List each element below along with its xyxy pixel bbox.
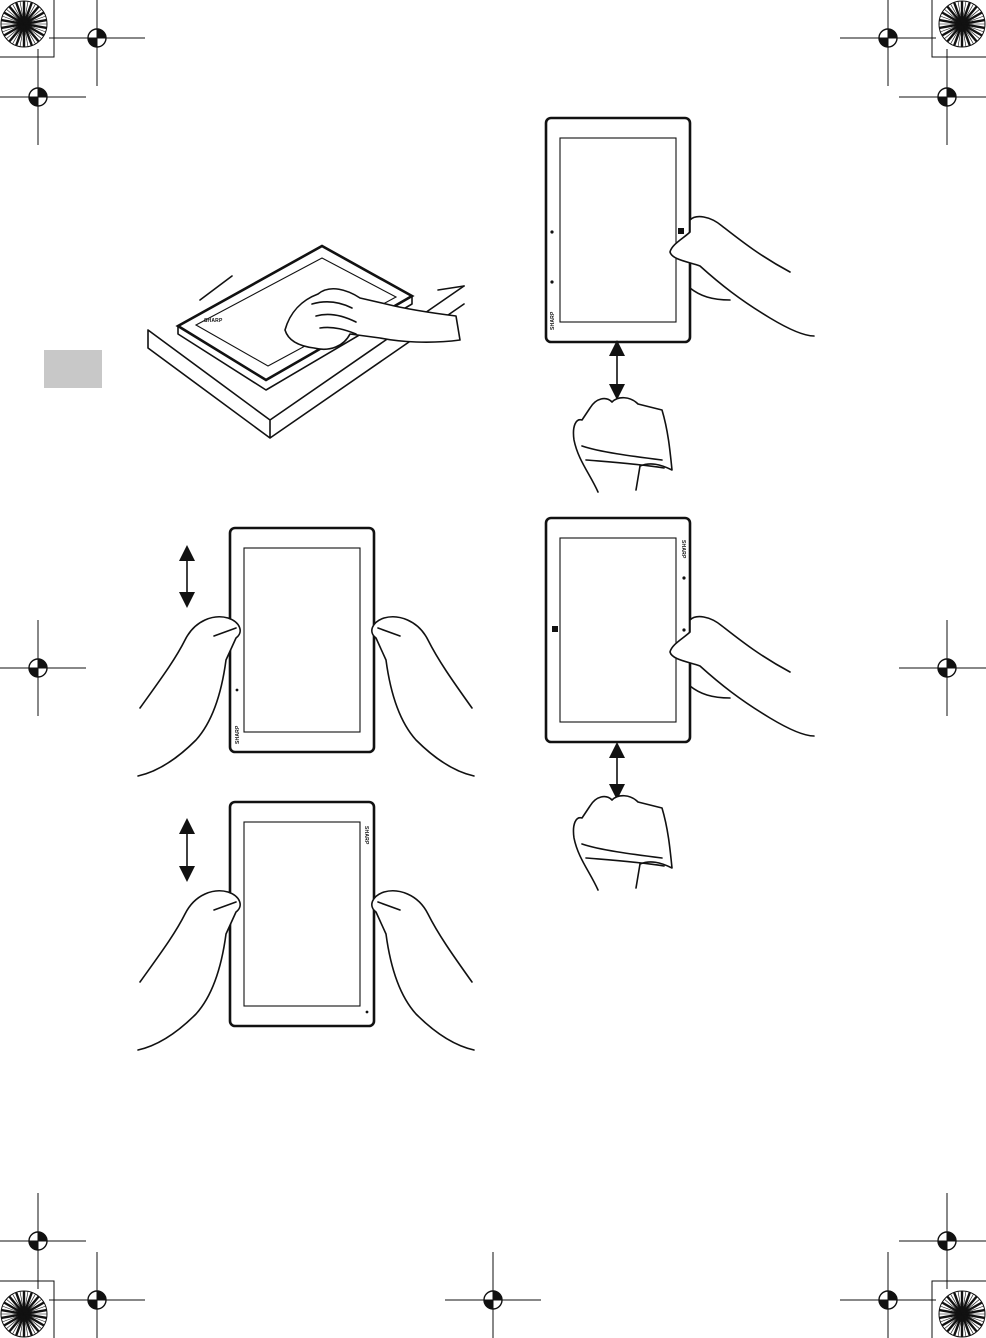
brand-label: SHARP (235, 725, 241, 744)
figure-two-hands-a: SHARP (138, 528, 474, 776)
brand-label: SHARP (680, 540, 686, 559)
windows-button-icon (552, 626, 558, 632)
brand-label: SHARP (363, 826, 369, 845)
figure-one-hand-cloth-b: SHARP (546, 518, 814, 890)
brand-label: SHARP (204, 318, 223, 324)
brand-label: SHARP (550, 311, 556, 330)
figure-one-hand-cloth-a: SHARP (546, 118, 814, 492)
windows-button-icon (678, 228, 684, 234)
figure-wipe-on-table: SHARP (148, 246, 464, 438)
figure-two-hands-b: SHARP (138, 802, 474, 1050)
chapter-tab-marker (44, 350, 102, 388)
